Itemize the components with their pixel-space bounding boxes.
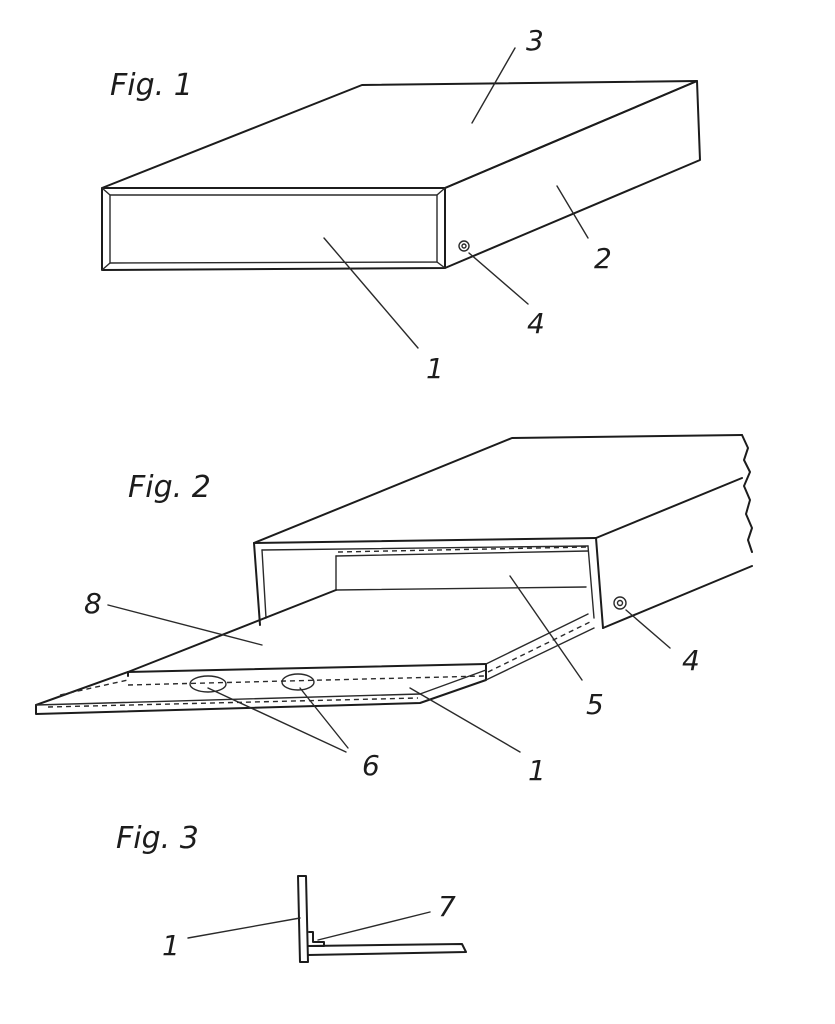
- button-icon: [613, 596, 627, 610]
- finger-hole: [281, 673, 315, 691]
- opened-box-drawing: [35, 434, 753, 715]
- label-2: 2: [594, 242, 612, 275]
- figure-1: Fig. 1 3 2 4 1: [101, 24, 701, 385]
- figure-3-title: Fig. 3: [116, 821, 199, 856]
- figure-2-title: Fig. 2: [128, 470, 211, 505]
- front-panel: [109, 194, 438, 264]
- label-7: 7: [438, 890, 456, 923]
- figure-1-title: Fig. 1: [110, 68, 193, 103]
- box-drawing: [101, 80, 701, 271]
- label-1: 1: [426, 352, 444, 385]
- label-6: 6: [362, 749, 380, 782]
- label-4: 4: [682, 644, 700, 677]
- label-1: 1: [528, 754, 546, 787]
- label-4: 4: [527, 307, 545, 340]
- label-3: 3: [526, 24, 544, 57]
- figure-2: Fig. 2: [35, 434, 753, 787]
- figure-3: Fig. 3 7 1: [116, 821, 467, 963]
- front-face: [101, 187, 446, 271]
- section-drawing: [297, 875, 467, 963]
- label-5: 5: [586, 688, 604, 721]
- button-icon: [458, 240, 470, 252]
- label-8: 8: [84, 587, 102, 620]
- side-face: [444, 80, 701, 269]
- label-1: 1: [162, 929, 180, 962]
- finger-hole: [189, 675, 227, 693]
